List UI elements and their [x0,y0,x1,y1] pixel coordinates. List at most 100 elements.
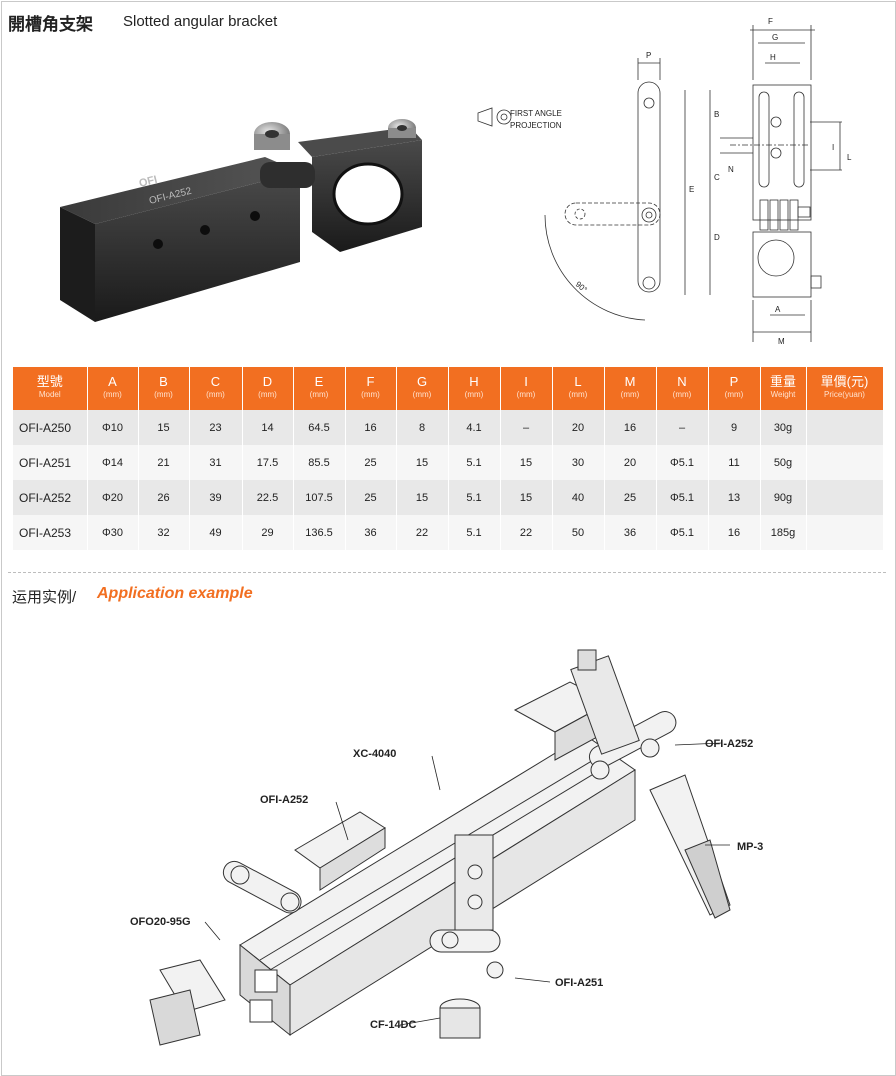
col-header-15: 單價(元)Price(yuan) [806,367,884,410]
col-header-unit: (mm) [154,390,173,399]
table-cell: 136.5 [293,515,346,550]
callout-ofo20-95g: OFO20-95G [130,916,191,928]
table-cell: 25 [604,480,657,515]
col-header-unit: (mm) [361,390,380,399]
callout-mp3: MP-3 [737,841,763,853]
application-illustration: XC-4040 OFI-A252 OFI-A252 MP-3 OFO20-95G… [130,649,763,1046]
table-cell: 25 [345,445,397,480]
table-cell: 5.1 [448,515,501,550]
col-header-label: 單價(元) [820,374,869,389]
callout-ofi-a252-left: OFI-A252 [260,794,308,806]
table-cell: 5.1 [448,445,501,480]
dim-N: N [728,165,734,174]
col-header-10: L(mm) [552,367,605,410]
callout-ofi-a252-right: OFI-A252 [705,738,753,750]
col-header-9: I(mm) [500,367,553,410]
table-cell: 22 [396,515,449,550]
table-cell: 17.5 [242,445,294,480]
col-header-12: N(mm) [656,367,709,410]
table-cell: Φ20 [87,480,139,515]
table-cell: 39 [189,480,243,515]
col-header-label: M [624,374,636,389]
callout-cf14dc: CF-14DC [370,1019,417,1031]
table-cell: 85.5 [293,445,346,480]
col-header-unit: (mm) [516,390,536,399]
col-header-label: F [366,374,375,389]
projection-label-1: FIRST ANGLE [510,109,562,118]
table-cell: 9 [708,410,761,445]
table-cell: 16 [345,410,397,445]
table-cell: 49 [189,515,243,550]
table-cell: 29 [242,515,294,550]
col-header-8: H(mm) [448,367,501,410]
table-cell: – [656,410,709,445]
dim-D: D [714,233,720,242]
table-cell: 15 [138,410,190,445]
application-title-cn: 运用实例/ [12,589,77,606]
col-header-label: G [416,374,428,389]
col-header-2: B(mm) [138,367,190,410]
table-cell: 26 [138,480,190,515]
col-header-label: 重量 [769,374,796,389]
table-cell: 16 [604,410,657,445]
dim-E: E [689,185,694,194]
table-cell: Φ10 [87,410,139,445]
table-cell: 64.5 [293,410,346,445]
table-cell: 15 [396,480,449,515]
col-header-label: N [677,374,687,389]
table-cell [806,410,884,445]
table-cell: 90g [760,480,807,515]
table-cell: 50g [760,445,807,480]
col-header-unit: (mm) [464,390,484,399]
col-header-unit: (mm) [258,390,277,399]
model-cell: OFI-A253 [13,515,88,550]
col-header-6: F(mm) [345,367,397,410]
table-cell: 21 [138,445,190,480]
table-cell: 40 [552,480,605,515]
col-header-label: H [469,374,479,389]
dim-I: I [832,143,834,152]
table-cell: 15 [396,445,449,480]
col-header-label: D [262,374,273,389]
page-title-en: Slotted angular bracket [123,13,278,30]
table-cell: 16 [708,515,761,550]
col-header-unit: Model [38,390,61,399]
dim-F: F [768,17,773,26]
dim-M: M [778,337,785,346]
technical-drawing: FIRST ANGLE PROJECTION 90° F G H P B C D… [477,17,852,346]
col-header-unit: (mm) [724,390,744,399]
dim-H: H [770,53,776,62]
table-cell: 13 [708,480,761,515]
table-cell: Φ14 [87,445,139,480]
table-cell: 22 [500,515,553,550]
dim-A: A [775,305,781,314]
table-cell: 185g [760,515,807,550]
dim-P: P [646,51,651,60]
col-header-11: M(mm) [604,367,657,410]
table-cell: 31 [189,445,243,480]
col-header-unit: (mm) [568,390,588,399]
table-cell: 8 [396,410,449,445]
table-cell [806,445,884,480]
col-header-unit: (mm) [672,390,692,399]
col-header-unit: (mm) [206,390,225,399]
projection-label-2: PROJECTION [510,121,562,130]
dim-C: C [714,173,720,182]
col-header-unit: (mm) [620,390,640,399]
table-cell: 30 [552,445,605,480]
col-header-label: P [729,374,739,389]
dim-L: L [847,153,852,162]
col-header-unit: (mm) [412,390,432,399]
table-cell [806,480,884,515]
callout-ofi-a251: OFI-A251 [555,977,603,989]
table-cell: 23 [189,410,243,445]
col-header-1: A(mm) [87,367,139,410]
col-header-label: A [108,374,117,389]
table-cell [806,515,884,550]
